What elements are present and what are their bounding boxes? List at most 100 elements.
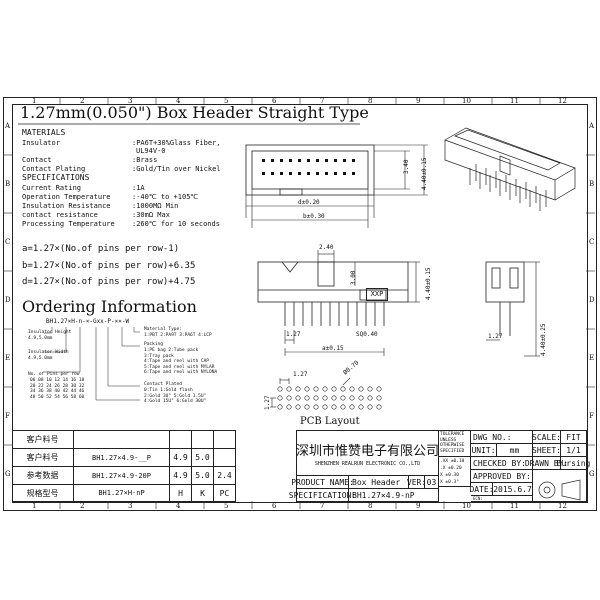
pin-count: 52 — [46, 394, 52, 400]
unit-label: UNIT: — [471, 445, 496, 455]
pin-count: 60 — [78, 394, 85, 400]
scale-value: FIT — [566, 432, 581, 442]
frame-col-label: 8 — [368, 97, 373, 105]
scale-label-cell: SCALE: — [532, 431, 561, 444]
tolerance-values-cell: .XX ±0.10 .X ±0.20 X ±0.30 X ±0.3° — [439, 457, 471, 487]
frame-col-label: 3 — [128, 502, 133, 510]
frame-col-label: 4 — [176, 97, 181, 105]
ecn-label: ECN: — [473, 496, 483, 501]
spec-label: SPECIFICATION: — [288, 490, 357, 500]
pcb-layout-drawing — [270, 377, 382, 410]
plated-option: 4:Gold 15U" 6:Gold 30U" — [144, 399, 207, 404]
plated-option: 0:Tin 1:Gold flash — [144, 388, 193, 393]
unit-value-cell: mm — [497, 444, 533, 457]
product-value-cell: Box Header — [349, 476, 409, 489]
frame-row-label: C — [5, 238, 11, 246]
dim-127a: 1.27 — [286, 331, 301, 338]
frame-col-label: 12 — [558, 97, 567, 105]
projection-symbol — [538, 479, 581, 501]
table-cell: H — [170, 485, 192, 502]
frame-col-label: 2 — [80, 502, 85, 510]
xxp-label: XXP — [370, 290, 384, 298]
scale-value-cell: FIT — [561, 431, 587, 444]
order-table: 客户料号 客户料号 BH1.27×4.9-__P 4.9 5.0 参考数据 BH… — [12, 430, 236, 502]
frame-col-label: 2 — [80, 97, 85, 105]
frame-col-label: 4 — [176, 502, 181, 510]
drawn-label: DRAWN BY: — [524, 458, 569, 468]
top-view-pins — [262, 159, 355, 175]
pin-count: 30 — [70, 383, 77, 389]
dim-127b: 1.27 — [488, 333, 503, 340]
frame-col-label: 6 — [272, 97, 277, 105]
table-cell: 2.4 — [214, 467, 236, 485]
temp-value: :-40℃ to +105℃ — [132, 193, 199, 201]
spec-value-cell: BH1.27×4.9-nP — [349, 489, 439, 502]
insulator-value: :PA6T+30%Glass Fiber, — [132, 139, 221, 147]
company-cell: 深圳市惟赞电子有限公司 SHENZHEN REALRUN ELECTRONIC … — [296, 431, 439, 476]
pcb-layout-label: PCB Layout — [300, 416, 360, 427]
table-cell — [192, 431, 214, 449]
title-block: 深圳市惟赞电子有限公司 SHENZHEN REALRUN ELECTRONIC … — [289, 430, 590, 502]
pcb-pitch-v: 1.27 — [264, 395, 271, 410]
frame-row-label: B — [589, 180, 595, 188]
pin-count: 58 — [70, 394, 77, 400]
pin-count: 10 — [46, 378, 52, 383]
tolerance-line: SPECIFIED — [440, 448, 465, 454]
dim-240: 2.40 — [319, 244, 334, 251]
table-cell — [214, 449, 236, 467]
product-label-cell: PRODUCT NAME: — [291, 476, 354, 489]
scale-label: SCALE: — [532, 432, 561, 442]
table-cell: 客户料号 — [12, 431, 74, 449]
frame-row-label: D — [5, 296, 11, 304]
unit-label-cell: UNIT: — [471, 444, 497, 457]
plated-option: 2:Gold 3U" 5:Gold 1.5U" — [144, 393, 207, 399]
contact-label: Contact — [22, 156, 52, 164]
frame-col-label: 9 — [416, 502, 421, 510]
rating-label: Current Rating — [22, 184, 82, 192]
pin-count: 22 — [38, 383, 44, 389]
frame-col-label: 1 — [32, 502, 37, 510]
insulator-width-label: Insulator Width — [28, 350, 69, 355]
frame-row-label: A — [589, 122, 595, 130]
isometric-drawing — [444, 127, 576, 211]
ecn-cell: ECN: — [471, 496, 533, 502]
pcb-pitch: 1.27 — [293, 371, 308, 378]
date-label-cell: DATE: — [469, 483, 494, 496]
frame-row-label: A — [5, 122, 11, 130]
material-type-value: 1:PBT 2:PA9T 3:PA6T 4:LCP — [144, 333, 212, 338]
pin-count: 44 — [70, 389, 77, 394]
pin-count: 16 — [70, 378, 77, 383]
process-value: :260℃ for 10 seconds — [132, 220, 220, 228]
frame-row-label: C — [589, 238, 595, 246]
pin-count: 08 — [38, 378, 44, 383]
ins-res-label: Insulation Resistance — [22, 202, 111, 210]
company-name-en: SHENZHEN REALRUN ELECTRONIC CO.,LTD — [314, 460, 421, 467]
xxp-box: XXP — [366, 288, 388, 301]
pin-count: 06 — [30, 378, 36, 383]
pin-count: 40 — [54, 389, 60, 394]
dim-sq: SQ0.40 — [356, 331, 378, 338]
formula-d: d=1.27×(No.of pins per row)+4.75 — [22, 277, 196, 287]
packing-label: Packing — [144, 342, 163, 347]
side-view-drawing — [485, 261, 525, 336]
table-cell — [170, 431, 192, 449]
dwg-no-cell: DWG NO.: — [471, 431, 533, 444]
contact-res-label: contact resistance — [22, 211, 98, 219]
dim-h1: 3.40 — [403, 159, 410, 174]
date-value: 2015.6.7 — [493, 484, 532, 494]
frame-col-label: 11 — [510, 502, 519, 510]
table-cell: 规格型号 — [12, 485, 74, 502]
front-view-drawing — [257, 261, 409, 303]
drawn-label-cell: DRAWN BY: — [525, 457, 568, 470]
pin-count: 24 — [46, 383, 52, 389]
insulator-width-value: 4.9,5.0mm — [28, 356, 53, 361]
checked-label: CHECKED BY: — [473, 458, 526, 468]
table-cell: 5.0 — [192, 467, 214, 485]
ins-res-value: :1000MΩ Min — [132, 202, 179, 210]
top-view-drawing — [245, 144, 375, 196]
table-cell: 5.0 — [192, 449, 214, 467]
pin-count: 54 — [54, 394, 60, 400]
packing-option: 4:Tape and reel with CAP — [144, 359, 210, 364]
drawn-value: Bursing — [556, 458, 591, 468]
ordering-leaders — [44, 327, 140, 401]
